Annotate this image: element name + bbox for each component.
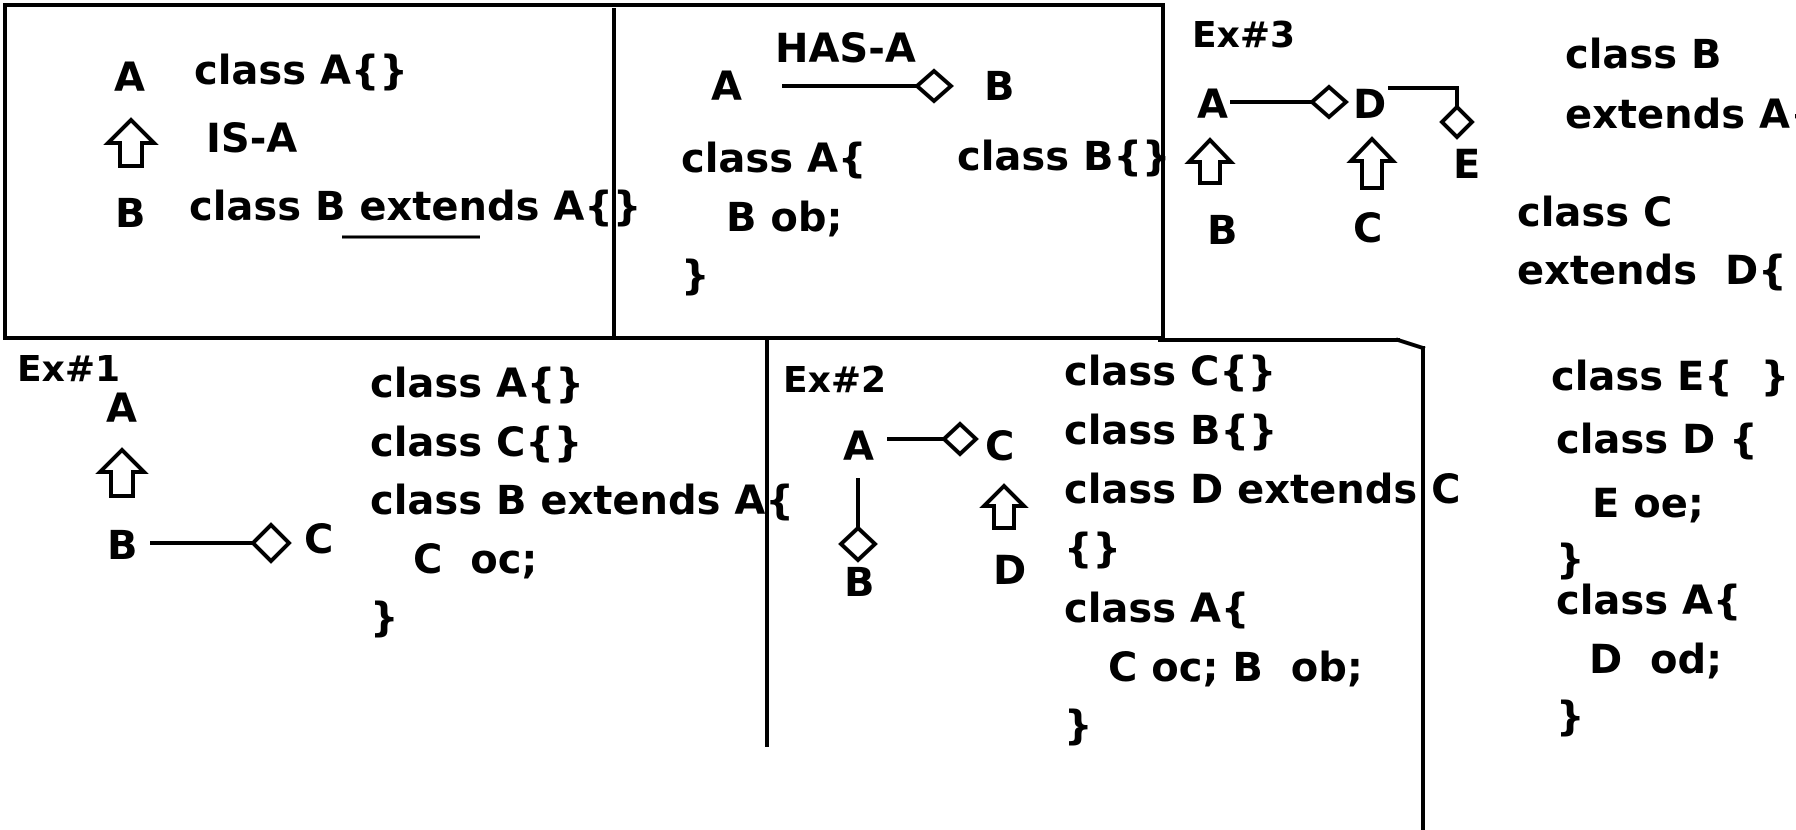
- ex3-code-line-8: }: [1556, 537, 1584, 583]
- ex2-d-inherit-arrow-icon: [979, 483, 1029, 530]
- isa-code-b-prefix: class B: [189, 184, 359, 230]
- ex1-code-line-4: C oc;: [413, 537, 537, 583]
- isa-code-class-b: class B extends A{}: [189, 184, 641, 230]
- frame-lines: [3, 3, 1426, 830]
- ex3-node-a: A: [1197, 82, 1228, 128]
- ex1-node-c: C: [304, 517, 333, 563]
- isa-code-class-a: class A{}: [194, 48, 408, 94]
- ex2-code-line-1: class C{}: [1064, 349, 1276, 395]
- ex2-node-a: A: [843, 424, 874, 470]
- ex1-code-line-1: class A{}: [370, 361, 584, 407]
- ex3-code-line-1: class B: [1565, 32, 1721, 78]
- ex3-node-c: C: [1353, 206, 1382, 252]
- ex3-title: Ex#3: [1192, 15, 1295, 56]
- ex3-code-line-4: extends D{ }: [1517, 248, 1796, 294]
- ex3-code-line-7: E oe;: [1592, 481, 1704, 527]
- ex3-code-line-10: D od;: [1589, 637, 1722, 683]
- ex2-title: Ex#2: [783, 360, 886, 401]
- ex3-code-line-2: extends A{}: [1565, 92, 1796, 138]
- ex2-node-b: B: [844, 560, 875, 606]
- ex3-code-line-3: class C: [1517, 190, 1672, 236]
- ex2-node-c: C: [985, 424, 1014, 470]
- ex3-d-e-diamond-icon: [1439, 104, 1475, 140]
- hasa-node-a: A: [711, 64, 742, 110]
- ex1-node-a: A: [106, 386, 137, 432]
- ex1-title: Ex#1: [17, 349, 120, 390]
- hasa-code-a-line-1: class A{: [681, 136, 866, 182]
- ex3-code-line-11: }: [1556, 694, 1584, 740]
- ex1-code-line-5: }: [370, 595, 398, 641]
- ex1-code-line-2: class C{}: [370, 420, 582, 466]
- ex1-section: Ex#1 A B C class A{} class C{} class B e…: [17, 349, 794, 641]
- ex3-node-e: E: [1453, 142, 1480, 188]
- ex2-code-line-4: {}: [1064, 526, 1121, 572]
- isa-node-b: B: [115, 191, 146, 237]
- ex2-a-b-diamond-icon: [838, 525, 878, 563]
- ex2-corner-connector: [1395, 337, 1426, 351]
- ex2-a-c-diamond-icon: [941, 421, 979, 457]
- ex1-code-line-3: class B extends A{: [370, 478, 794, 524]
- hasa-relation-label: HAS-A: [775, 26, 916, 72]
- ex2-code-line-7: }: [1064, 703, 1092, 749]
- ex2-code-line-3: class D extends C: [1064, 467, 1460, 513]
- isa-code-b-extends-keyword: extends: [359, 184, 539, 230]
- ex3-node-b: B: [1207, 208, 1238, 254]
- isa-relation-label: IS-A: [206, 116, 297, 162]
- ex3-node-d: D: [1353, 82, 1386, 128]
- hasa-code-a-line-3: }: [681, 253, 709, 299]
- ex3-code-line-5: class E{ }: [1551, 354, 1789, 400]
- ex2-code-line-6: C oc; B ob;: [1108, 645, 1363, 691]
- ex3-c-inherit-arrow-icon: [1346, 136, 1398, 190]
- ex3-section: Ex#3 A D E B C class B extends A{} class…: [1184, 15, 1796, 740]
- ex3-b-inherit-arrow-icon: [1184, 137, 1236, 185]
- ex1-node-b: B: [107, 523, 138, 569]
- top-box-border: [3, 3, 1165, 340]
- hasa-code-class-b: class B{}: [957, 134, 1170, 180]
- ex3-code-line-9: class A{: [1556, 578, 1741, 624]
- panel-isa: A B class A{} IS-A class B extends A{}: [103, 48, 641, 239]
- isa-inheritance-arrow-icon: [103, 117, 159, 168]
- isa-node-a: A: [114, 55, 145, 101]
- ex2-node-d: D: [993, 548, 1026, 594]
- ex2-code-line-5: class A{: [1064, 586, 1249, 632]
- ex2-section: Ex#2 A C B D class C{} class B{} class D…: [783, 349, 1460, 749]
- isa-code-b-suffix: A{}: [539, 184, 641, 230]
- hasa-node-b: B: [984, 64, 1015, 110]
- ex1-inherit-arrow-icon: [95, 447, 149, 498]
- ex3-code-line-6: class D {: [1556, 417, 1758, 463]
- hasa-code-a-line-2: B ob;: [726, 195, 843, 241]
- ex2-code-line-2: class B{}: [1064, 408, 1277, 454]
- panel-hasa: HAS-A A B class A{ B ob; } class B{}: [681, 26, 1170, 299]
- ex3-a-d-diamond-icon: [1308, 84, 1350, 120]
- hasa-aggregation-diamond-icon: [913, 68, 955, 104]
- ex1-b-c-diamond-icon: [250, 522, 292, 564]
- ex3-d-e-connector: [1388, 86, 1459, 109]
